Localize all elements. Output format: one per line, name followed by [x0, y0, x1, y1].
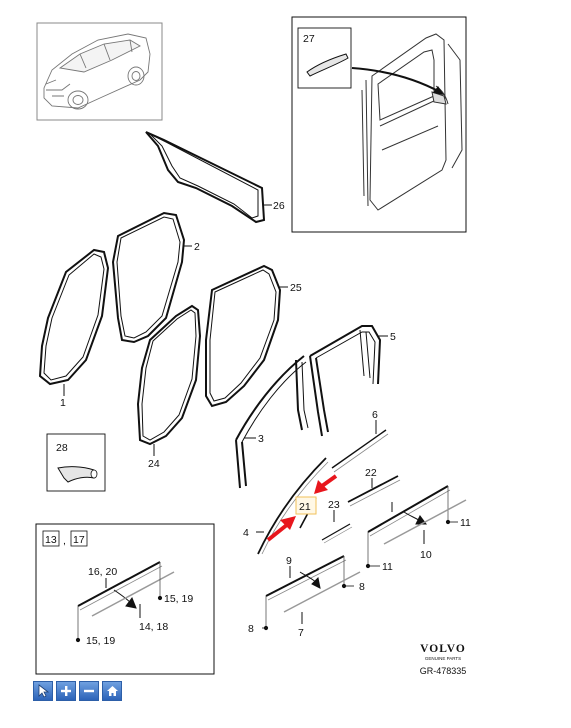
select-tool-button[interactable] [33, 681, 53, 701]
zoom-out-button[interactable] [79, 681, 99, 701]
part-7-strip [283, 571, 361, 624]
highlight-box-21 [295, 496, 317, 515]
callout-10: 10 [420, 549, 432, 561]
callout-23: 23 [328, 499, 340, 511]
callout-8-left: 8 [248, 623, 254, 635]
callout-27: 27 [303, 33, 315, 45]
part-22-strip [347, 475, 401, 507]
callout-5: 5 [390, 331, 396, 343]
callout-1: 1 [60, 397, 66, 409]
part-23-strip [321, 510, 353, 544]
minus-icon [84, 689, 94, 693]
part-2-seal [111, 211, 192, 344]
callout-15-19-right: 15, 19 [164, 593, 193, 605]
callout-15-19-left: 15, 19 [86, 635, 115, 647]
part-27-outline [306, 53, 349, 77]
callout-13: 13 [45, 534, 57, 546]
door-detail-box: 27 [291, 16, 467, 233]
highlight-arrow-left [266, 516, 296, 542]
callout-14-18: 14, 18 [139, 621, 168, 633]
callout-2: 2 [194, 241, 200, 253]
part-9-moulding [262, 555, 354, 631]
callout-4: 4 [243, 527, 249, 539]
callout-16-20: 16, 20 [88, 566, 117, 578]
volvo-logo: VOLVO GENUINE PARTS [420, 643, 466, 661]
inset-moulding [75, 561, 175, 643]
callout-7: 7 [298, 627, 304, 639]
callout-24: 24 [148, 458, 160, 470]
highlight-arrow-top [314, 474, 338, 494]
part-12-moulding [365, 485, 458, 569]
callout-11-lower: 11 [382, 561, 393, 573]
callout-25: 25 [290, 282, 302, 294]
brand-tagline: GENUINE PARTS [425, 656, 461, 661]
viewer-toolbar [33, 681, 122, 701]
callout-22: 22 [365, 467, 377, 479]
callout-11-upper: 11 [460, 517, 471, 529]
diagram-code: GR-478335 [420, 666, 467, 676]
callout-8-right: 8 [359, 581, 365, 593]
parts-diagram: 27 26 2 1 25 [35, 16, 471, 676]
brand-name: VOLVO [420, 643, 466, 655]
rear-door-drawing [361, 33, 463, 211]
inset-box-13-17: 13 , 17 16, 20 15, 19 14, 18 15, 19 [35, 523, 215, 675]
callout-separator: , [63, 535, 66, 547]
callout-26: 26 [273, 200, 285, 212]
zoom-in-button[interactable] [56, 681, 76, 701]
vehicle-icon [43, 33, 151, 110]
part-5-frame [309, 325, 388, 437]
part-1-seal [38, 248, 110, 396]
part-10-strip [383, 499, 467, 545]
part-28-box: 28 [46, 433, 106, 492]
home-button[interactable] [102, 681, 122, 701]
part-25-seal [205, 264, 288, 408]
callout-28: 28 [56, 442, 68, 454]
plus-icon [61, 686, 71, 696]
callout-9: 9 [286, 555, 292, 567]
part-3-channel [235, 355, 309, 489]
home-icon [106, 686, 118, 696]
callout-6: 6 [372, 409, 378, 421]
part-26-seal [145, 131, 272, 224]
part-4-moulding [256, 457, 329, 555]
cursor-icon [38, 684, 49, 698]
callout-17: 17 [73, 534, 85, 546]
part-6-strip [331, 420, 389, 473]
callout-arrow-27 [351, 67, 441, 93]
part-24-seal [136, 304, 202, 456]
vehicle-overview-box [36, 22, 163, 121]
callout-21: 21 [299, 501, 311, 513]
callout-3: 3 [258, 433, 264, 445]
